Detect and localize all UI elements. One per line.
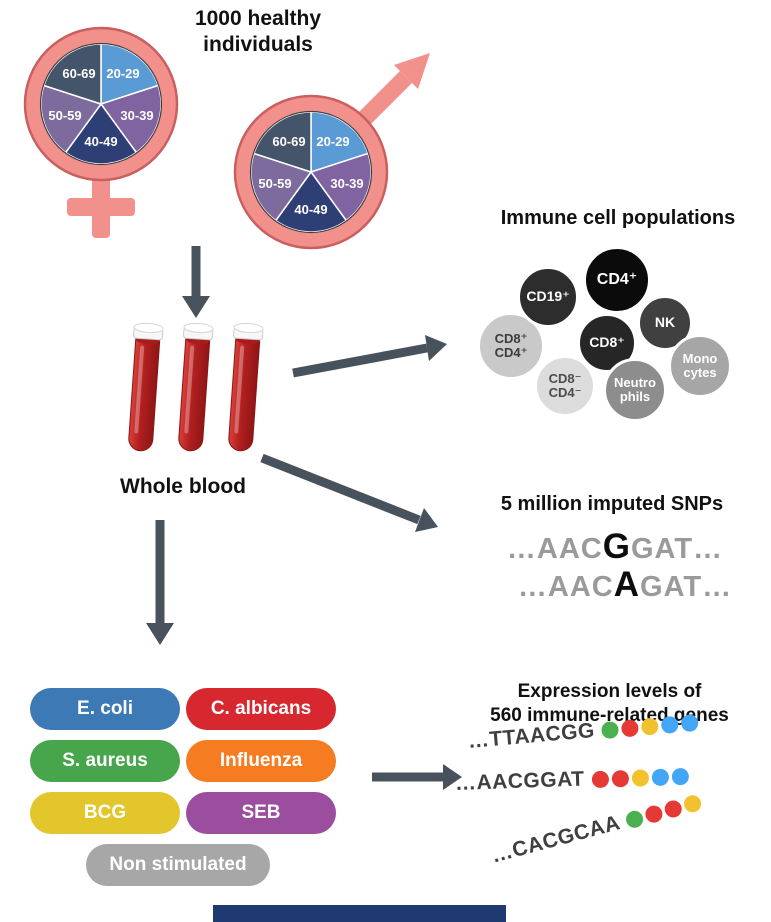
expression-dot bbox=[660, 715, 680, 734]
snp-seq-post: GAT… bbox=[640, 571, 733, 603]
expression-dot bbox=[611, 769, 629, 788]
stimulus-pill-non-stimulated: Non stimulated bbox=[86, 844, 270, 886]
cell-circle-cd19: CD19⁺ bbox=[517, 266, 579, 328]
expression-dot bbox=[663, 797, 684, 819]
gene-sequence: …CACGCAA bbox=[488, 811, 623, 868]
page-title: 1000 healthy individuals bbox=[194, 7, 322, 57]
blood-tube bbox=[228, 322, 264, 452]
arrow-to-immune-cells-icon bbox=[292, 335, 447, 378]
cell-circle-neutrophils: Neutro phils bbox=[603, 358, 667, 422]
pie-label-60-69: 60-69 bbox=[62, 66, 95, 81]
expression-dot bbox=[651, 768, 669, 786]
snps-title: 5 million imputed SNPs bbox=[500, 493, 724, 515]
pie-label-30-39: 30-39 bbox=[330, 176, 363, 191]
snp-sequence-alt: …AACAGAT… bbox=[460, 565, 771, 605]
expression-dot bbox=[620, 718, 640, 738]
stimulus-pill-bcg: BCG bbox=[30, 792, 180, 834]
stimulus-pill-c-albicans: C. albicans bbox=[186, 688, 336, 730]
expression-dot bbox=[682, 792, 704, 814]
female-symbol: 20-29 30-39 40-49 50-59 60-69 bbox=[23, 26, 179, 238]
blood-tubes bbox=[128, 322, 264, 452]
snp-seq-pre: …AAC bbox=[506, 533, 603, 565]
cell-circle-cd8pos-cd4pos: CD8⁺ CD4⁺ bbox=[477, 312, 545, 380]
stimulus-pill-e-coli: E. coli bbox=[30, 688, 180, 730]
cell-circle-cd4: CD4⁺ bbox=[583, 246, 651, 314]
snp-variant-a: A bbox=[613, 565, 641, 604]
pie-label-50-59: 50-59 bbox=[258, 176, 291, 191]
expression-dot bbox=[591, 770, 609, 788]
pie-label-40-49: 40-49 bbox=[294, 202, 327, 217]
expression-dot bbox=[601, 720, 620, 739]
age-pie-female: 20-29 30-39 40-49 50-59 60-69 bbox=[39, 42, 163, 166]
pie-label-60-69: 60-69 bbox=[272, 134, 305, 149]
pie-label-20-29: 20-29 bbox=[106, 66, 139, 81]
pie-label-30-39: 30-39 bbox=[120, 108, 153, 123]
age-pie-male: 20-29 30-39 40-49 50-59 60-69 bbox=[249, 110, 373, 234]
female-cross bbox=[67, 172, 135, 238]
expression-dot bbox=[680, 713, 700, 732]
male-arrow bbox=[355, 53, 430, 128]
pie-label-40-49: 40-49 bbox=[84, 134, 117, 149]
stimulus-pill-seb: SEB bbox=[186, 792, 336, 834]
blood-tube bbox=[128, 322, 164, 452]
pie-slice-30-39 bbox=[99, 84, 162, 154]
arrow-down-to-stimuli-icon bbox=[146, 520, 174, 645]
arrow-down-to-blood-icon bbox=[182, 246, 210, 318]
arrow-to-expression-icon bbox=[372, 764, 462, 790]
immune-cells-title: Immune cell populations bbox=[500, 207, 736, 229]
cell-circle-cd8neg-cd4neg: CD8⁻ CD4⁻ bbox=[534, 355, 596, 417]
cell-circle-monocytes: Mono cytes bbox=[668, 334, 732, 398]
pie-slice-50-59 bbox=[40, 84, 103, 154]
whole-blood-label: Whole blood bbox=[120, 475, 246, 498]
snp-seq-pre: …AAC bbox=[517, 571, 614, 603]
blood-tube bbox=[178, 322, 214, 452]
expression-dot bbox=[631, 768, 649, 787]
gene-row-3: …CACGCAA bbox=[489, 789, 704, 868]
expression-dot bbox=[624, 808, 646, 830]
expression-dot bbox=[671, 767, 689, 785]
bottom-banner bbox=[213, 905, 506, 922]
pie-label-20-29: 20-29 bbox=[316, 134, 349, 149]
pie-label-50-59: 50-59 bbox=[48, 108, 81, 123]
gene-row-2: …AACGGAT bbox=[455, 764, 689, 796]
expression-dot bbox=[643, 803, 665, 824]
snp-sequence-ref: …AACGGAT… bbox=[450, 527, 771, 567]
stimulus-pill-s-aureus: S. aureus bbox=[30, 740, 180, 782]
stimulus-pill-influenza: Influenza bbox=[186, 740, 336, 782]
gene-sequence: …AACGGAT bbox=[454, 767, 585, 795]
expression-title: Expression levels of 560 immune-related … bbox=[490, 681, 729, 726]
snp-seq-post: GAT… bbox=[631, 533, 724, 565]
snp-variant-g: G bbox=[602, 527, 631, 566]
expression-dot bbox=[640, 716, 660, 736]
male-symbol: 20-29 30-39 40-49 50-59 60-69 bbox=[233, 53, 430, 250]
